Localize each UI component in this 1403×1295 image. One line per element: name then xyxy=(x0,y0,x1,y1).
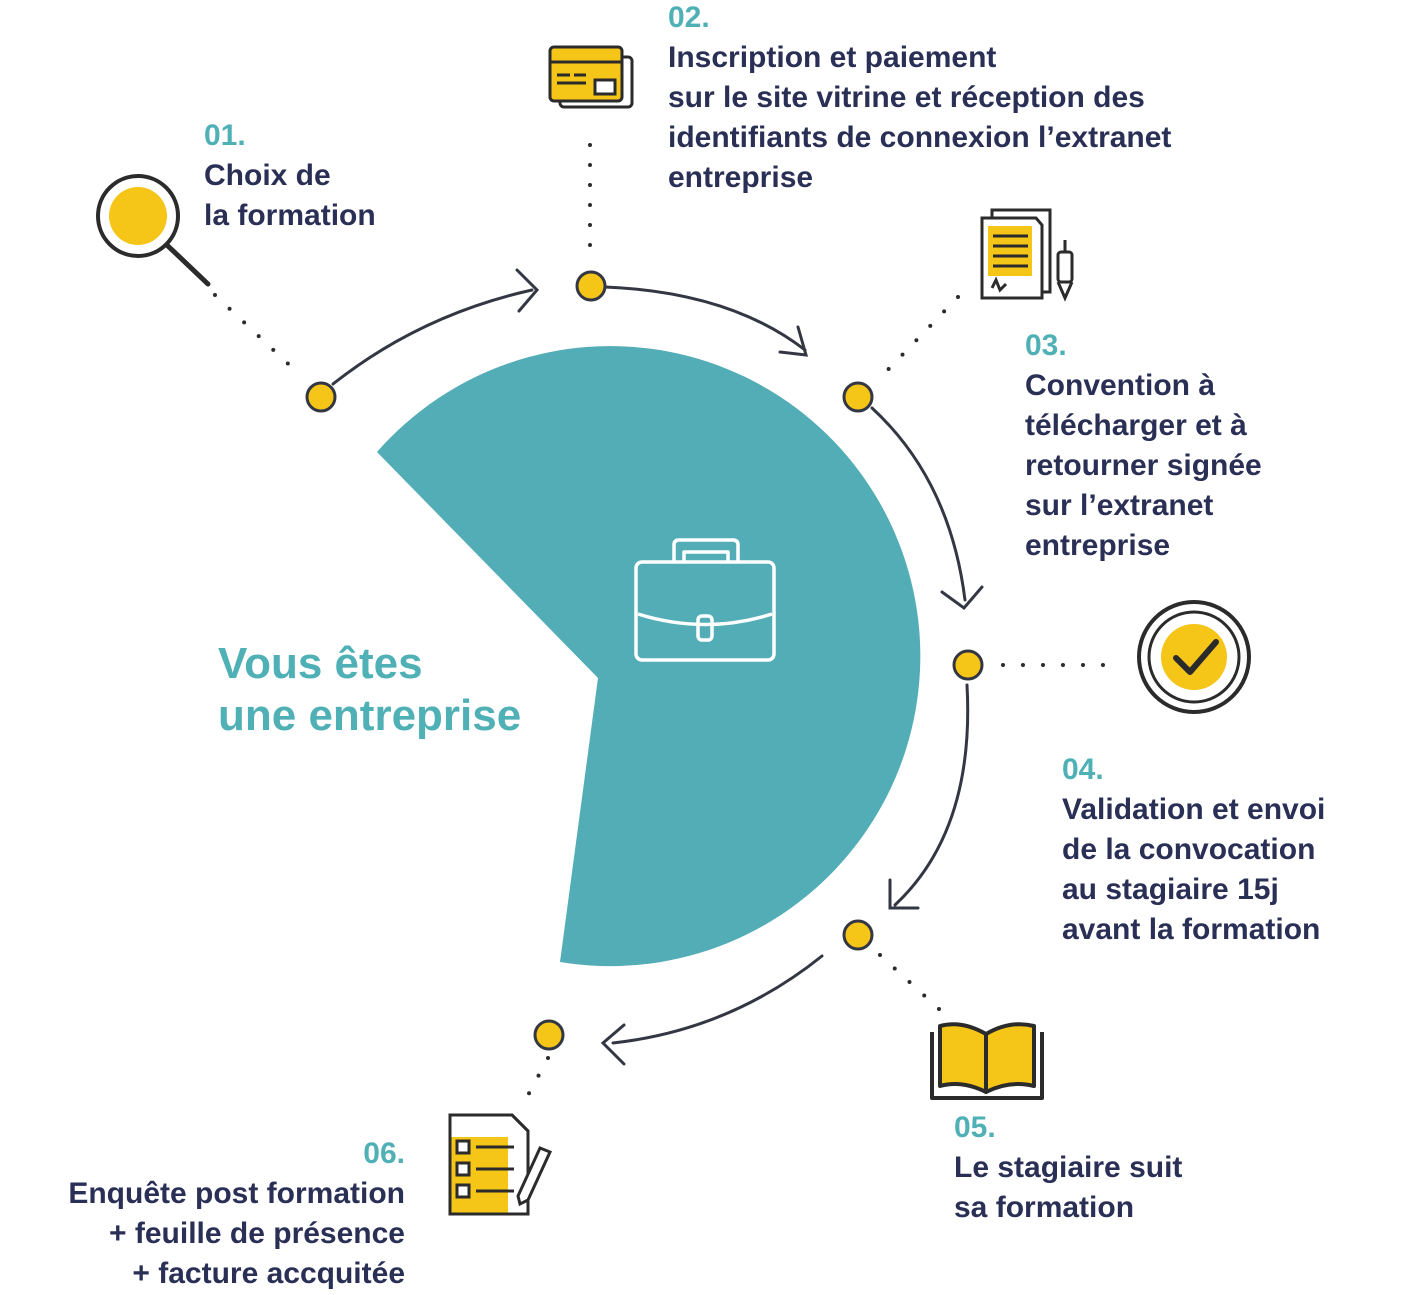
checklist-pen-icon xyxy=(448,1113,553,1216)
step-number: 05. xyxy=(954,1111,996,1144)
step-number: 04. xyxy=(1062,753,1104,786)
node-06 xyxy=(533,1019,565,1051)
step-text-line: de la convocation xyxy=(1062,833,1316,866)
step-04: 04. Validation et envoi de la convocatio… xyxy=(1062,752,1325,950)
center-title-line1: Vous êtes xyxy=(218,639,423,688)
step-number: 02. xyxy=(668,1,710,34)
step-text-line: au stagiaire 15j xyxy=(1062,873,1279,906)
step-text-line: avant la formation xyxy=(1062,913,1321,946)
briefcase-icon xyxy=(634,538,776,662)
node-05 xyxy=(842,919,874,951)
node-02 xyxy=(575,270,607,302)
step-text-line: sa formation xyxy=(954,1191,1135,1224)
step-text-line: Le stagiaire suit xyxy=(954,1151,1183,1184)
open-book-icon xyxy=(930,1022,1044,1100)
step-number: 03. xyxy=(1025,329,1067,362)
center-title-line2: une entreprise xyxy=(218,691,522,740)
node-04 xyxy=(952,649,984,681)
step-text-line: identifiants de connexion l’extranet xyxy=(668,121,1172,154)
check-badge-icon xyxy=(1137,600,1251,714)
step-text-line: entreprise xyxy=(668,161,814,194)
step-number: 01. xyxy=(204,119,246,152)
center-title: Vous êtes une entreprise xyxy=(218,638,521,742)
step-text-line: Enquête post formation xyxy=(68,1177,405,1210)
contract-pen-icon xyxy=(980,208,1074,302)
step-text-line: retourner signée xyxy=(1025,449,1262,482)
node-03 xyxy=(842,381,874,413)
step-text-line: + facture accquitée xyxy=(132,1257,405,1290)
step-text-line: + feuille de présence xyxy=(109,1217,405,1250)
dotted-leaders xyxy=(213,143,1117,1112)
step-01: 01. Choix de la formation xyxy=(204,118,376,236)
step-text-line: sur l’extranet xyxy=(1025,489,1214,522)
step-text-line: Choix de xyxy=(204,159,331,192)
step-text-line: la formation xyxy=(204,199,376,232)
step-02: 02. Inscription et paiement sur le site … xyxy=(668,0,1171,198)
step-06: 06. Enquête post formation + feuille de … xyxy=(68,1136,405,1294)
step-nodes xyxy=(305,270,984,1051)
step-03: 03. Convention à télécharger et à retour… xyxy=(1025,328,1262,566)
step-number: 06. xyxy=(363,1137,405,1170)
step-text-line: télécharger et à xyxy=(1025,409,1247,442)
flow-arrows xyxy=(331,268,984,1066)
step-text-line: entreprise xyxy=(1025,529,1171,562)
magnifier-icon xyxy=(96,174,211,287)
node-01 xyxy=(305,381,337,413)
step-text-line: sur le site vitrine et réception des xyxy=(668,81,1145,114)
step-text-line: Convention à xyxy=(1025,369,1216,402)
step-text-line: Inscription et paiement xyxy=(668,41,997,74)
step-text-line: Validation et envoi xyxy=(1062,793,1326,826)
credit-card-icon xyxy=(548,45,634,109)
step-05: 05. Le stagiaire suit sa formation xyxy=(954,1110,1182,1228)
center-pie xyxy=(377,346,921,967)
